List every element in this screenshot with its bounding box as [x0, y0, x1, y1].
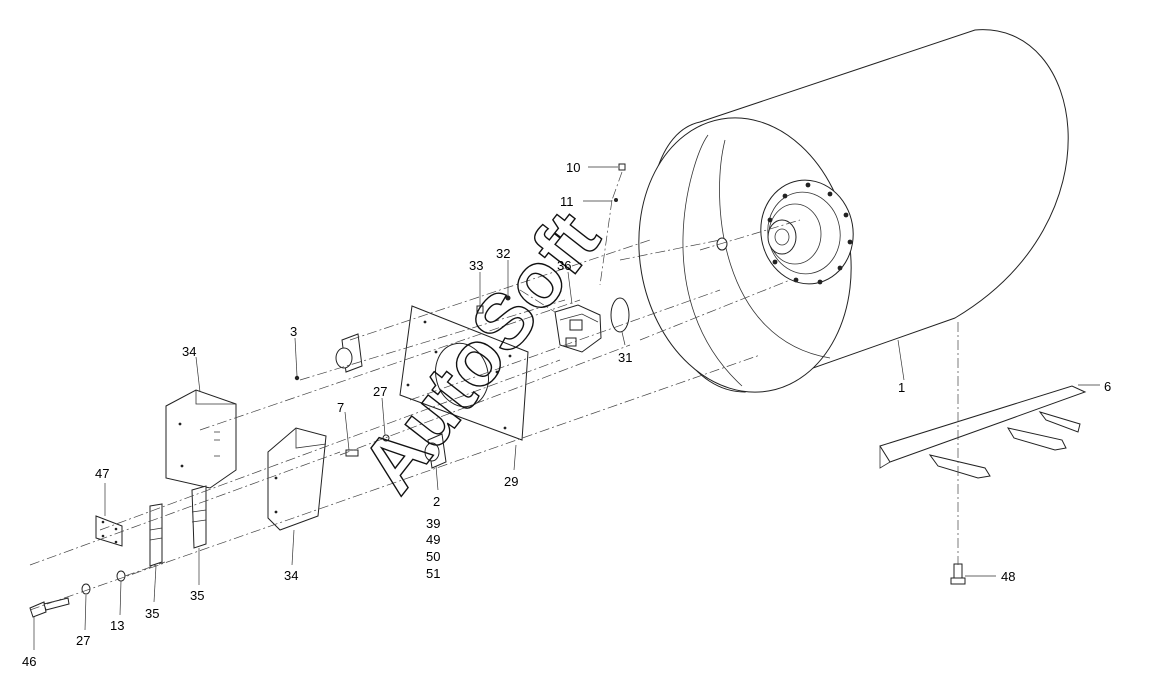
callout-35-right: 35: [190, 588, 204, 603]
callout-27-lower: 27: [76, 633, 90, 648]
callout-47: 47: [95, 466, 109, 481]
bolt-48: [950, 563, 966, 585]
callout-27-upper: 27: [373, 384, 387, 399]
callout-46: 46: [22, 654, 36, 669]
callout-36: 36: [557, 258, 571, 273]
callout-29: 29: [504, 474, 518, 489]
callout-34-upper: 34: [182, 344, 196, 359]
callout-13: 13: [110, 618, 124, 633]
callout-33: 33: [469, 258, 483, 273]
callout-1: 1: [898, 380, 905, 395]
callout-10: 10: [566, 160, 580, 175]
callout-39: 39: [426, 516, 440, 531]
callout-51: 51: [426, 566, 440, 581]
callout-6: 6: [1104, 379, 1111, 394]
watermark: AutoSoft: [344, 195, 616, 509]
drum-hub: [716, 179, 854, 285]
callout-35-left: 35: [145, 606, 159, 621]
clamp-35-left: [149, 503, 163, 567]
leader-lines: [33, 166, 1100, 650]
bolt-46-washer-27-nut-13: [29, 570, 126, 618]
plate-47: [95, 515, 123, 547]
callout-32: 32: [496, 246, 510, 261]
callout-3: 3: [290, 324, 297, 339]
clamp-35-right: [191, 485, 207, 549]
cap-assembly-3: [294, 333, 363, 381]
guard-34-upper: [165, 389, 237, 489]
cap-assembly-2: [345, 433, 447, 469]
callout-2: 2: [433, 494, 440, 509]
mounting-plate: [399, 305, 529, 441]
motor-flange: [554, 297, 630, 353]
axis-lines: [29, 171, 959, 611]
callout-34-lower: 34: [284, 568, 298, 583]
callout-labels: 10 11 33 32 36 31 3 34 1 6 27 7 29 2 39 …: [22, 160, 1111, 669]
callout-7: 7: [337, 400, 344, 415]
callout-11: 11: [560, 194, 574, 209]
callout-49: 49: [426, 532, 440, 547]
callout-48: 48: [1001, 569, 1015, 584]
guard-34-lower: [267, 427, 327, 531]
scraper-bar: [879, 385, 1087, 479]
callout-50: 50: [426, 549, 440, 564]
callout-31: 31: [618, 350, 632, 365]
